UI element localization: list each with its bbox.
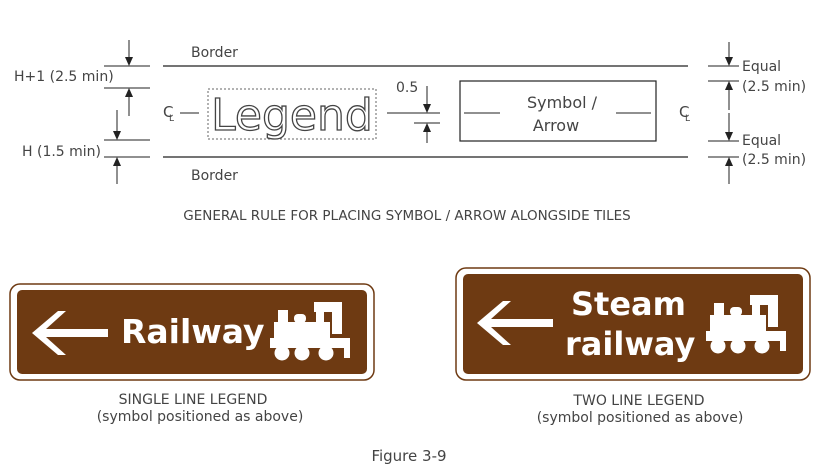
symbol-arrow-box: Symbol / Arrow [459,80,657,142]
figure-label: Figure 3-9 [371,447,446,465]
dimension-equal-bottom: Equal (2.5 min) [708,113,806,184]
border-label-top: Border [191,45,238,61]
equal-top-line2: (2.5 min) [742,79,806,95]
svg-text:L: L [685,114,690,124]
svg-text:C: C [163,103,173,121]
sign-double-caption-line1: TWO LINE LEGEND [572,393,704,409]
sign-double-caption-line2: (symbol positioned as above) [537,410,744,426]
svg-text:L: L [169,114,174,124]
sign-double-text-line1: Steam [571,285,686,323]
sign-single-line: Railway [9,283,375,381]
equal-bottom-line2: (2.5 min) [742,152,806,168]
dimension-equal-top: Equal (2.5 min) [708,42,806,110]
dim-label-gap: 0.5 [396,80,418,96]
equal-bottom-line1: Equal [742,133,781,149]
dimension-gap: 0.5 [387,80,440,143]
symbol-label-line1: Symbol / [527,93,598,112]
centerline-mark-right: C L [679,103,690,124]
border-label-bottom: Border [191,168,238,184]
sign-two-line: Steam railway [455,267,811,381]
diagram-caption: GENERAL RULE FOR PLACING SYMBOL / ARROW … [183,208,631,224]
dim-label-h-plus-1: H+1 (2.5 min) [14,69,114,85]
sign-single-caption-line2: (symbol positioned as above) [97,409,304,425]
placement-diagram: Border Border H+1 (2.5 min) H (1.5 min) … [14,40,806,224]
svg-text:C: C [679,103,689,121]
dimension-h: H (1.5 min) [22,110,150,184]
dimension-h-plus-1: H+1 (2.5 min) [14,40,150,116]
sign-double-text-line2: railway [565,325,695,363]
centerline-mark-left: C L [163,103,199,124]
sign-single-text: Railway [121,312,265,351]
dim-label-h: H (1.5 min) [22,144,101,160]
sign-single-caption-line1: SINGLE LINE LEGEND [119,392,268,408]
legend-outline-word: Legend [211,90,373,141]
symbol-label-line2: Arrow [533,116,579,135]
legend-tile: Legend [207,88,377,142]
equal-top-line1: Equal [742,59,781,75]
